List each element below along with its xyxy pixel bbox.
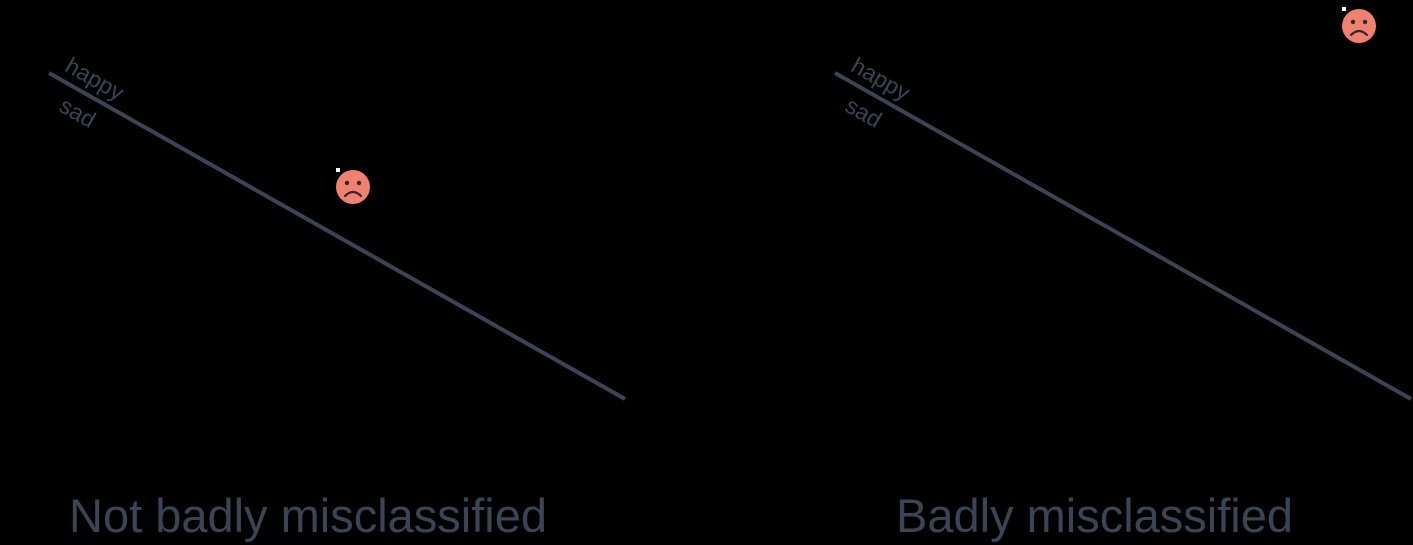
decision-boundary-line [834, 71, 1412, 401]
sad-face-icon [1342, 9, 1376, 43]
diagram-left [48, 71, 626, 401]
panel-caption: Not badly misclassified [69, 489, 548, 542]
panel-not-badly-misclassified: happy sad Not badly misclassified [0, 0, 706, 545]
sad-face-icon [336, 170, 370, 204]
panel-caption: Badly misclassified [896, 489, 1294, 542]
diagram-right [834, 7, 1412, 401]
panel-badly-misclassified: happy sad Badly misclassified [786, 0, 1413, 545]
point-marker [336, 168, 340, 172]
decision-boundary-line [48, 71, 626, 401]
point-marker [1342, 7, 1346, 11]
